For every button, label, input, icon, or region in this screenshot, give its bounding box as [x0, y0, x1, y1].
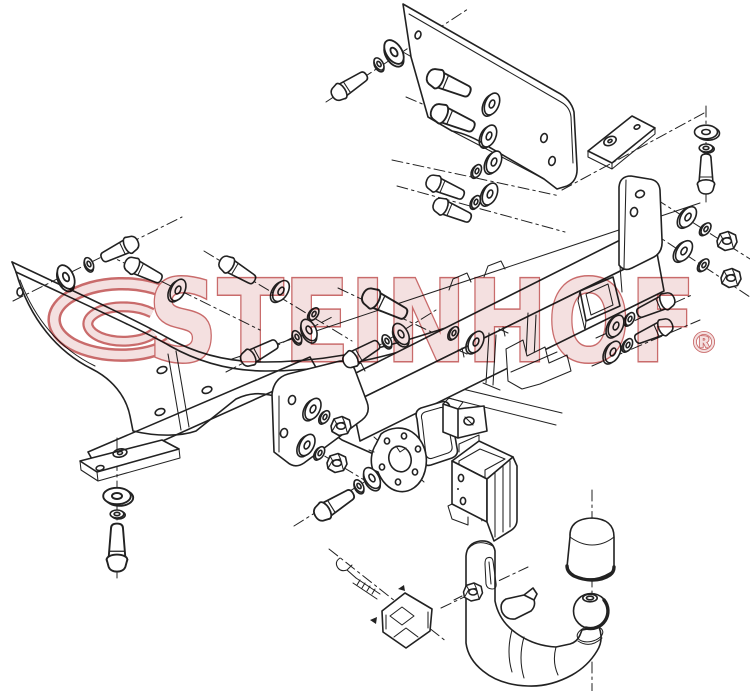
flange-rosette [368, 427, 428, 493]
line-art [11, 3, 750, 691]
lock-washer [468, 161, 485, 181]
cross-beam [339, 224, 665, 442]
swan-neck [453, 540, 604, 687]
ball-cover-cap [565, 517, 616, 582]
bolt [696, 153, 716, 195]
bend-lines [508, 629, 559, 679]
hex-nut [330, 415, 352, 437]
web-hole [16, 286, 24, 297]
bolt [327, 66, 372, 105]
lock-washer [80, 255, 97, 275]
bolt [309, 484, 359, 526]
angle-bracket [442, 397, 488, 439]
foot-plate-holes [95, 448, 128, 472]
top-plate [587, 115, 656, 170]
pin-head [462, 582, 484, 602]
hex-nut [716, 230, 738, 252]
beam-end-plate-left [271, 360, 369, 467]
side-member-web-outline [15, 271, 379, 457]
steinhof-swirl-logo [47, 276, 175, 362]
beam-end-plate-right [618, 175, 663, 293]
beam-tab [483, 260, 506, 278]
web-hole [154, 407, 166, 417]
lock-washer [109, 509, 126, 520]
lock-washer [694, 255, 712, 275]
hex-nut [326, 452, 348, 474]
receiver-housing [447, 434, 518, 542]
latch-slot [484, 556, 497, 590]
washer [693, 124, 721, 141]
washer [476, 179, 502, 210]
tow-ball [572, 592, 610, 631]
web-hole [201, 385, 213, 395]
lock-washer [696, 219, 714, 239]
washer [102, 486, 135, 507]
watermark-brand-text: STEINHOF [148, 256, 696, 388]
hex-nut [720, 267, 742, 289]
watermark: STEINHOF ® [47, 255, 719, 390]
swan-neck-body [465, 540, 602, 687]
hole-mark [498, 326, 509, 337]
beam-tab [448, 272, 472, 291]
registered-trademark-symbol: ® [690, 326, 718, 359]
stepped-bracket [505, 339, 572, 390]
web-hole [156, 365, 168, 375]
bolt [105, 522, 129, 573]
hanger-strap [482, 332, 501, 391]
socket-bracket [335, 557, 433, 649]
rear-panel-strap [167, 350, 190, 431]
foot-plate [79, 439, 180, 473]
socket-screw [352, 577, 381, 600]
screw-hook [335, 557, 357, 579]
bolt [429, 194, 475, 228]
hole-mark [457, 347, 468, 358]
lock-washer [370, 55, 388, 75]
release-lever [500, 587, 538, 620]
lock-washer [698, 143, 716, 154]
